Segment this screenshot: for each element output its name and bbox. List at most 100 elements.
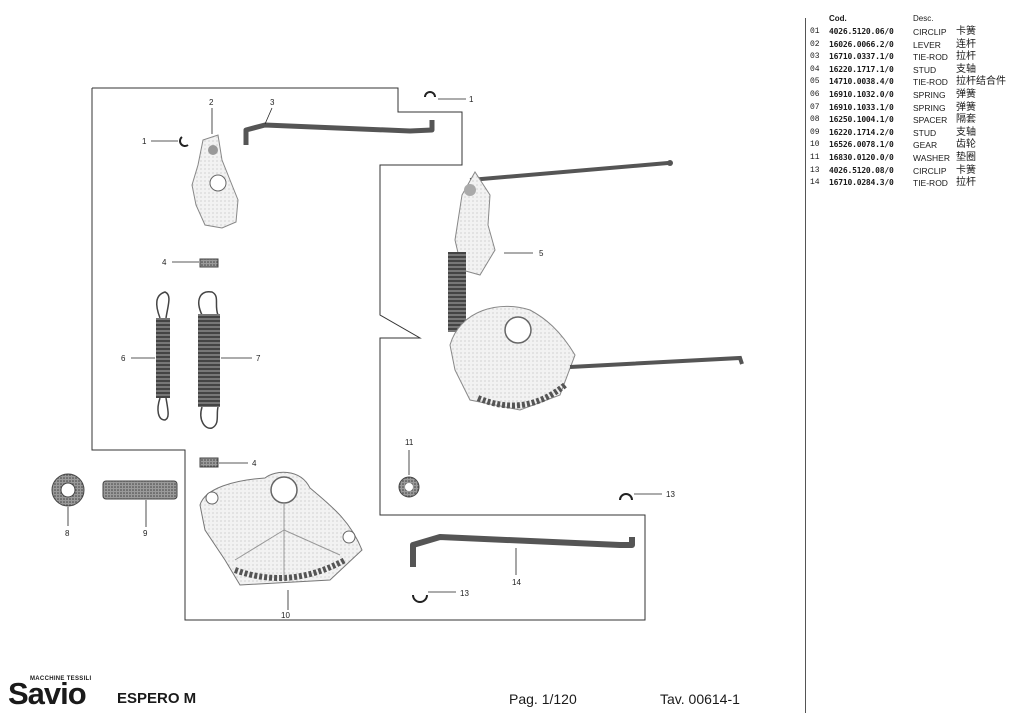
part-description-cn: 连杆: [956, 38, 976, 50]
callout-4-bottom: 4: [252, 459, 257, 468]
row-index: 04: [810, 64, 820, 74]
row-index: 14: [810, 178, 820, 188]
row-index: 13: [810, 165, 820, 175]
part-code: 16026.0066.2/0: [829, 39, 894, 49]
gear-part-10: [199, 471, 363, 610]
callout-7: 7: [256, 354, 261, 363]
circlip-part-13-right: [619, 493, 662, 501]
header-code: Cod.: [829, 14, 847, 23]
part-description: CIRCLIP: [913, 165, 947, 176]
part-code: 16710.0284.3/0: [829, 178, 894, 188]
part-description-cn: 卡簧: [956, 164, 976, 176]
part-code: 16526.0078.1/0: [829, 140, 894, 150]
table-row: 09 16220.1714.2/0 STUD 支轴: [808, 127, 1022, 140]
part-description-cn: 垫圈: [956, 151, 976, 163]
spring-part-6: [131, 291, 170, 421]
row-index: 05: [810, 77, 820, 87]
table-row: 11 16830.0120.0/0 WASHER 垫圈: [808, 152, 1022, 165]
assembly-outline: [91, 87, 646, 621]
callout-9: 9: [143, 529, 148, 538]
lever-part-2: [191, 108, 239, 229]
callout-6: 6: [121, 354, 126, 363]
parts-table-header: Cod. Desc.: [808, 14, 1022, 26]
part-description-cn: 支轴: [956, 63, 976, 75]
tie-rod-assembly-part-5: [448, 160, 744, 411]
part-code: 16710.0337.1/0: [829, 52, 894, 62]
brand-tagline: MACCHINE TESSILI: [30, 676, 92, 682]
part-description: TIE-ROD: [913, 52, 948, 63]
part-code: 16250.1004.1/0: [829, 115, 894, 125]
row-index: 07: [810, 102, 820, 112]
table-row: 10 16526.0078.1/0 GEAR 齿轮: [808, 139, 1022, 152]
part-description: STUD: [913, 127, 937, 138]
part-code: 16830.0120.0/0: [829, 152, 894, 162]
model-name: ESPERO M: [117, 690, 197, 707]
part-description: SPRING: [913, 89, 946, 100]
callout-11: 11: [405, 438, 414, 447]
part-description: WASHER: [913, 152, 950, 163]
table-row: 04 16220.1717.1/0 STUD 支轴: [808, 64, 1022, 77]
part-description: GEAR: [913, 140, 938, 151]
part-code: 16220.1717.1/0: [829, 64, 894, 74]
callout-8: 8: [65, 529, 70, 538]
table-reference: Tav. 00614-1: [660, 691, 740, 707]
header-desc: Desc.: [913, 14, 934, 23]
row-index: 01: [810, 27, 820, 36]
row-index: 10: [810, 140, 820, 150]
table-divider: [805, 18, 806, 713]
stud-part-4-bottom: [199, 457, 248, 468]
part-description: STUD: [913, 64, 937, 75]
part-description: TIE-ROD: [913, 178, 948, 189]
circlip-part-1-top: [424, 91, 466, 100]
table-row: 13 4026.5120.08/0 CIRCLIP 卡簧: [808, 165, 1022, 178]
part-description-cn: 支轴: [956, 126, 976, 138]
part-code: 16220.1714.2/0: [829, 127, 894, 137]
part-description-cn: 弹簧: [956, 101, 976, 113]
callout-4-top: 4: [162, 258, 167, 267]
brand-logo: Savio: [8, 676, 87, 711]
part-code: 14710.0038.4/0: [829, 77, 894, 87]
tie-rod-part-3: [243, 107, 435, 145]
part-code: 4026.5120.08/0: [829, 165, 894, 175]
row-index: 09: [810, 127, 820, 137]
page-number: Pag. 1/120: [509, 691, 577, 707]
stud-part-4-top: [172, 258, 219, 268]
row-index: 06: [810, 89, 820, 99]
callout-1-top: 1: [469, 95, 474, 104]
part-description: CIRCLIP: [913, 27, 947, 37]
washer-part-11: [398, 450, 420, 498]
table-row: 02 16026.0066.2/0 LEVER 连杆: [808, 39, 1022, 52]
part-description-cn: 齿轮: [956, 139, 976, 151]
row-index: 11: [810, 152, 820, 162]
part-description: LEVER: [913, 39, 941, 50]
circlip-part-1-left: [151, 136, 189, 147]
tie-rod-part-14: [410, 534, 635, 575]
table-row: 06 16910.1032.0/0 SPRING 弹簧: [808, 89, 1022, 102]
stud-part-9: [102, 480, 178, 527]
part-code: 16910.1033.1/0: [829, 102, 894, 112]
callout-1-left: 1: [142, 137, 147, 146]
table-row: 14 16710.0284.3/0 TIE-ROD 拉杆: [808, 177, 1022, 190]
part-code: 16910.1032.0/0: [829, 89, 894, 99]
callout-13-right: 13: [666, 490, 675, 499]
part-description-cn: 隔套: [956, 114, 976, 126]
part-description-cn: 拉杆: [956, 51, 976, 63]
part-description-cn: 弹簧: [956, 88, 976, 100]
part-description: TIE-ROD: [913, 77, 948, 88]
part-description-cn: 拉杆: [956, 177, 976, 189]
part-description-cn: 卡簧: [956, 26, 976, 37]
callout-10: 10: [281, 611, 290, 620]
circlip-part-13-bottom: [412, 591, 456, 603]
callout-14: 14: [512, 578, 521, 587]
part-code: 4026.5120.06/0: [829, 27, 894, 36]
callout-3: 3: [270, 98, 275, 107]
table-row: 01 4026.5120.06/0 CIRCLIP 卡簧: [808, 26, 1022, 39]
part-description: SPACER: [913, 115, 948, 126]
row-index: 02: [810, 39, 820, 49]
exploded-parts-drawing: 1 1 2 3 4 4 5 6 7 8 9 10 11 13 13 14: [51, 87, 744, 621]
callout-2: 2: [209, 98, 214, 107]
